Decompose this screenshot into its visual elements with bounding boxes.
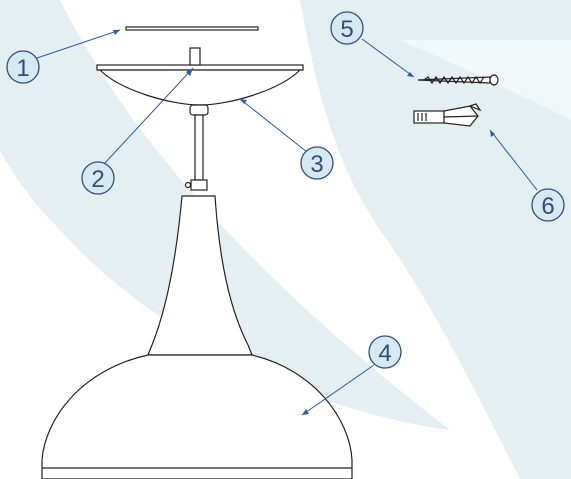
wall-plug: [413, 103, 482, 127]
callout-6: 6: [531, 188, 565, 222]
callout-2-label: 2: [91, 166, 104, 193]
callout-5-label: 5: [340, 16, 353, 43]
canopy: [96, 64, 304, 106]
callout-6-label: 6: [541, 193, 554, 220]
callout-5: 5: [330, 11, 364, 45]
callout-3-label: 3: [310, 151, 323, 178]
screw: [417, 74, 499, 86]
canopy-screw: [189, 47, 201, 66]
callout-4: 4: [368, 335, 402, 369]
callout-4-label: 4: [378, 340, 391, 367]
suspension-rod: [184, 104, 209, 191]
ceiling-plate: [125, 26, 259, 31]
callout-2: 2: [81, 161, 115, 195]
callout-1-label: 1: [16, 55, 29, 82]
callout-3: 3: [300, 146, 334, 180]
lamp-shade: [41, 195, 353, 479]
leader-lines: [36, 29, 538, 416]
callout-1: 1: [6, 50, 40, 84]
